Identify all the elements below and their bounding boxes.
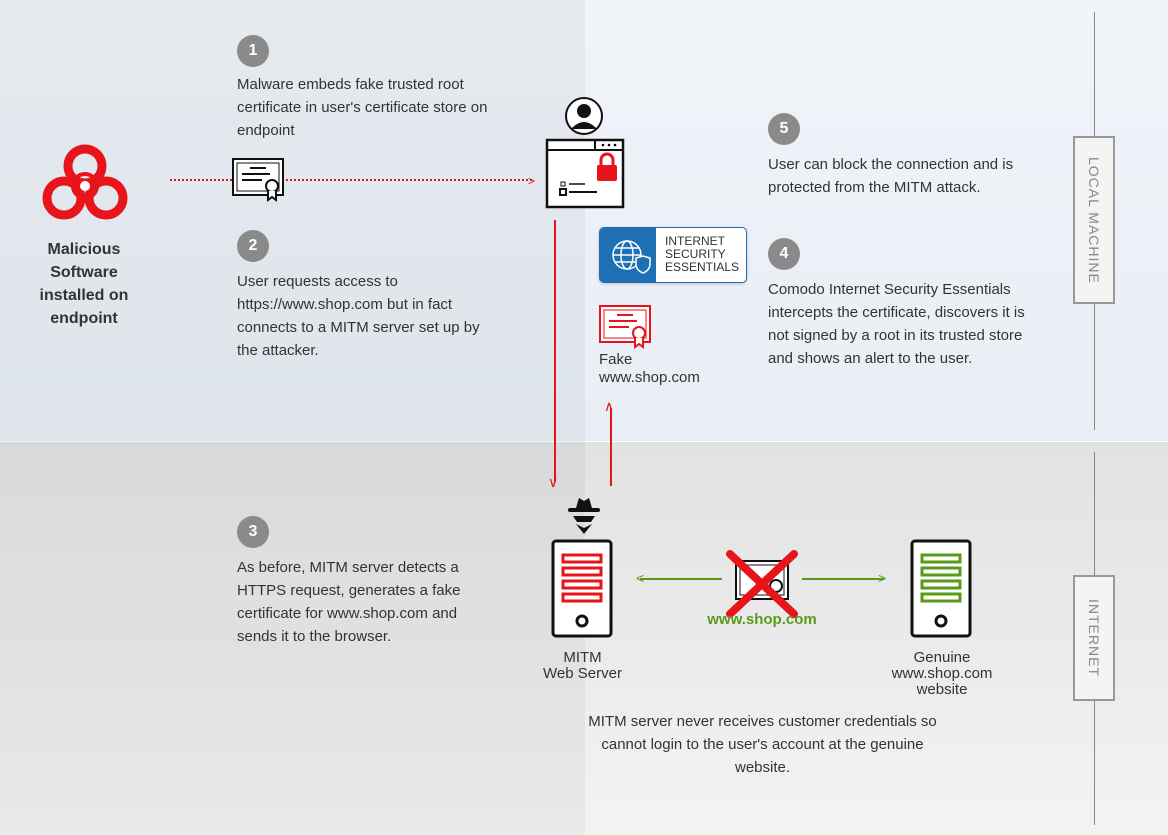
blocked-cert-label: www.shop.com: [707, 611, 817, 628]
local-machine-label: LOCAL MACHINE: [1073, 136, 1115, 304]
zone-line: [1094, 12, 1095, 136]
blocked-certificate-icon: [726, 550, 798, 618]
browser-window-icon: [545, 138, 625, 209]
zone-line: [1094, 304, 1095, 430]
zone-line: [1094, 701, 1095, 825]
hacker-icon: [568, 498, 600, 534]
genuine-label-2: www.shop.com: [891, 665, 993, 682]
step-4-badge: 4: [768, 238, 800, 270]
mitm-label-1: MITM: [563, 649, 602, 666]
arrow-head-icon: >: [528, 174, 536, 188]
left-shade: [0, 0, 585, 835]
response-arrow: [610, 408, 612, 486]
footer-note: MITM server never receives customer cred…: [588, 713, 937, 776]
genuine-server-icon: [910, 539, 972, 638]
step-5-text: User can block the connection and is pro…: [768, 156, 1014, 196]
arrow-left-icon: <: [636, 570, 645, 586]
dotted-arrow: [170, 179, 532, 181]
step-4-text: Comodo Internet Security Essentials inte…: [768, 281, 1025, 367]
genuine-label-1: Genuine: [913, 649, 971, 666]
globe-shield-icon: [600, 228, 656, 282]
ise-line-2: SECURITY: [665, 247, 726, 261]
arrow-up-icon: ∧: [604, 398, 615, 414]
fake-cert-label-1: Fake: [599, 351, 633, 368]
mitm-label-2: Web Server: [543, 665, 622, 682]
internet-label: INTERNET: [1073, 575, 1115, 701]
step-1-text: Malware embeds fake trusted root certifi…: [237, 76, 488, 139]
ise-badge: INTERNET SECURITY ESSENTIALS: [599, 227, 747, 283]
mitm-server-icon: [551, 539, 613, 638]
green-arrow-right: [802, 578, 884, 580]
step-3-text: As before, MITM server detects a HTTPS r…: [237, 559, 461, 645]
step-2-badge: 2: [237, 230, 269, 262]
local-machine-zone: [0, 0, 1168, 441]
ise-line-1: INTERNET: [665, 234, 725, 248]
zone-line: [1094, 452, 1095, 575]
request-arrow: [554, 220, 556, 482]
green-arrow-left: [640, 578, 722, 580]
arrow-right-icon: >: [878, 570, 887, 586]
malware-label: Malicious Software installed on endpoint: [39, 241, 129, 327]
step-3-badge: 3: [237, 516, 269, 548]
user-icon: [565, 97, 603, 135]
fake-certificate-icon: [599, 305, 651, 349]
certificate-icon: [232, 158, 284, 202]
fake-cert-label-2: www.shop.com: [599, 369, 700, 386]
genuine-label-3: website: [916, 681, 968, 698]
arrow-down-icon: ∨: [548, 474, 559, 490]
ise-line-3: ESSENTIALS: [665, 260, 740, 274]
step-2-text: User requests access to https://www.shop…: [237, 273, 480, 359]
biohazard-icon: [42, 144, 128, 220]
step-5-badge: 5: [768, 113, 800, 145]
step-1-badge: 1: [237, 35, 269, 67]
